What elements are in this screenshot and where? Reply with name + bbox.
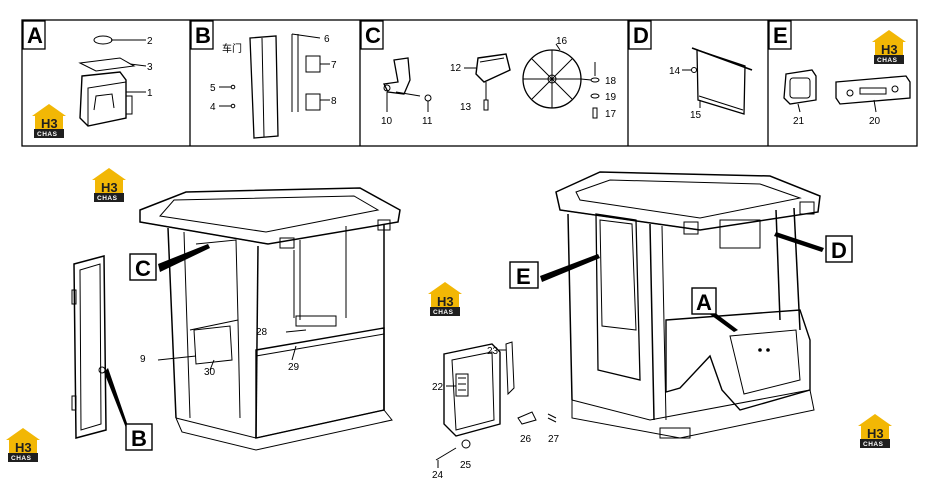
part-number-16: 16 — [556, 36, 568, 47]
logo-text-lt: CHAS — [97, 195, 118, 202]
door-b: B — [71, 255, 153, 451]
right-cab: E D A — [509, 171, 853, 439]
svg-text:H3: H3 — [41, 116, 58, 131]
part-number-29: 29 — [288, 362, 300, 373]
svg-text:H3: H3 — [15, 440, 32, 455]
logo-text-e: CHAS — [877, 57, 898, 64]
panel-c-letter: C — [365, 23, 381, 48]
panel-b-letter: B — [195, 23, 211, 48]
part-number-27: 27 — [548, 434, 560, 445]
logo-text-rb: CHAS — [863, 441, 884, 448]
part-number-9: 9 — [140, 354, 146, 365]
left-cab: 28 29 9 30 C — [129, 187, 401, 451]
part-number-26: 26 — [520, 434, 532, 445]
logo-e-panel: H3 CHAS — [872, 30, 906, 64]
part-number-30: 30 — [204, 367, 216, 378]
callout-d: D — [831, 238, 847, 263]
part-number-25: 25 — [460, 460, 472, 471]
panel-d: D 14 15 — [628, 20, 753, 121]
part-number-20: 20 — [869, 116, 881, 127]
part-number-12: 12 — [450, 63, 462, 74]
panel-e: E 21 20 — [768, 20, 911, 127]
part-number-28: 28 — [256, 327, 268, 338]
part-number-21: 21 — [793, 116, 805, 127]
logo-text-lb: CHAS — [11, 455, 32, 462]
part-number-19: 19 — [605, 92, 617, 103]
logo-a-panel: H3 CHAS — [32, 104, 66, 138]
part-number-6: 6 — [324, 34, 330, 45]
panel-d-letter: D — [633, 23, 649, 48]
svg-text:H3: H3 — [437, 294, 454, 309]
svg-text:H3: H3 — [101, 180, 118, 195]
panel-a-letter: A — [27, 23, 43, 48]
panel-strip — [21, 19, 918, 147]
door-text: 车门 — [222, 42, 242, 55]
logo-text-mid: CHAS — [433, 309, 454, 316]
panel-e-letter: E — [773, 23, 788, 48]
logo-left-top: H3 CHAS — [92, 168, 126, 202]
logo-text-a: CHAS — [37, 131, 58, 138]
part-number-4: 4 — [210, 102, 216, 113]
part-number-17: 17 — [605, 109, 617, 120]
part-number-14: 14 — [669, 66, 681, 77]
part-number-23: 23 — [487, 346, 499, 357]
part-number-7: 7 — [331, 60, 337, 71]
part-number-8: 8 — [331, 96, 337, 107]
part-number-18: 18 — [605, 76, 617, 87]
callout-b: B — [131, 426, 147, 451]
part-number-1: 1 — [147, 88, 153, 99]
panel-b: B 车门 6 7 5 4 8 — [190, 20, 337, 139]
panel-a: A 2 3 1 — [22, 20, 153, 127]
svg-text:H3: H3 — [881, 42, 898, 57]
part-number-13: 13 — [460, 102, 472, 113]
callout-c: C — [135, 256, 151, 281]
part-number-24: 24 — [432, 470, 444, 481]
panel-c: C 10 11 12 13 16 18 19 17 — [360, 20, 617, 127]
side-panel-parts: 22 23 24 25 26 27 — [432, 341, 560, 481]
part-number-15: 15 — [690, 110, 702, 121]
logo-right-bottom: H3 CHAS — [858, 414, 892, 448]
svg-text:H3: H3 — [867, 426, 884, 441]
part-number-22: 22 — [432, 382, 444, 393]
callout-e: E — [516, 264, 531, 289]
logo-middle: H3 CHAS — [428, 282, 462, 316]
callout-a: A — [696, 290, 712, 315]
part-number-10: 10 — [381, 116, 393, 127]
part-number-5: 5 — [210, 83, 216, 94]
part-number-2: 2 — [147, 36, 153, 47]
part-number-11: 11 — [422, 116, 433, 127]
logo-left-bottom: H3 CHAS — [6, 428, 40, 462]
part-number-3: 3 — [147, 62, 153, 73]
